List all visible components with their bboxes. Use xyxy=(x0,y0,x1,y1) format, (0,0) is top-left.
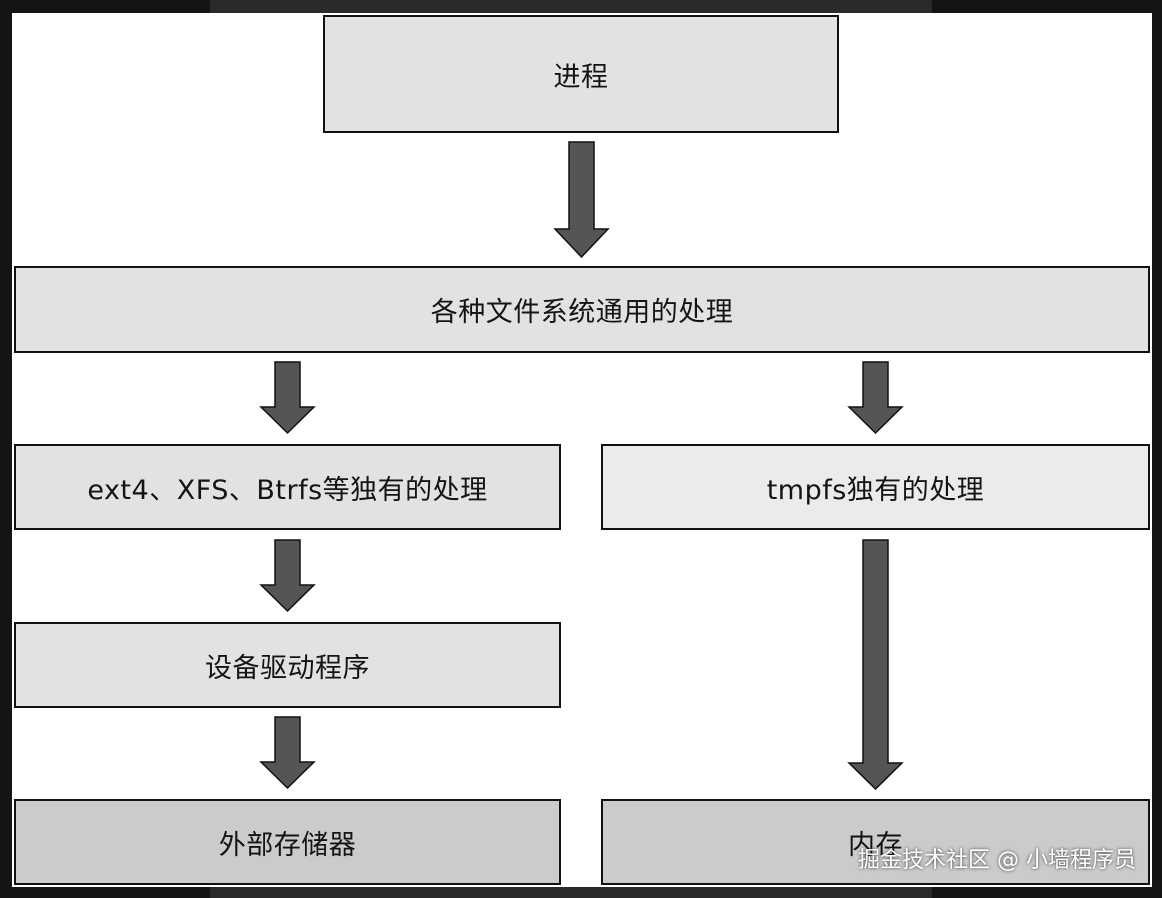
node-tmpfs: tmpfs独有的处理 xyxy=(601,444,1150,530)
node-memory-label: 内存 xyxy=(848,829,903,861)
node-ext4-xfs-btrfs-label: ext4、XFS、Btrfs等独有的处理 xyxy=(87,474,488,506)
node-tmpfs-label: tmpfs独有的处理 xyxy=(766,474,985,506)
node-process-label: 进程 xyxy=(553,61,609,93)
node-common-processing-label: 各种文件系统通用的处理 xyxy=(430,297,734,328)
arrow-common-to-ext4 xyxy=(259,361,316,435)
node-external-storage-label: 外部存储器 xyxy=(218,829,357,861)
arrow-ext4-to-driver xyxy=(259,539,316,613)
arrow-driver-to-storage xyxy=(259,716,316,790)
background-bottom-strip xyxy=(210,885,932,898)
node-ext4-xfs-btrfs: ext4、XFS、Btrfs等独有的处理 xyxy=(14,444,561,530)
arrow-process-to-common xyxy=(553,141,610,259)
node-common-processing: 各种文件系统通用的处理 xyxy=(14,266,1150,353)
filesystem-diagram: 进程 各种文件系统通用的处理 ext4、XFS、Btrfs等独有的处理 tmpf… xyxy=(12,13,1152,887)
arrow-common-to-tmpfs xyxy=(847,361,904,435)
background-top-strip xyxy=(210,0,932,13)
node-device-driver-label: 设备驱动程序 xyxy=(205,652,370,684)
node-process: 进程 xyxy=(323,15,839,133)
node-memory: 内存 xyxy=(601,799,1150,885)
watermark-text: 掘金技术社区 @ 小墙程序员 xyxy=(858,848,1136,873)
node-external-storage: 外部存储器 xyxy=(14,799,561,885)
node-device-driver: 设备驱动程序 xyxy=(14,622,561,708)
arrow-tmpfs-to-memory xyxy=(847,539,904,791)
